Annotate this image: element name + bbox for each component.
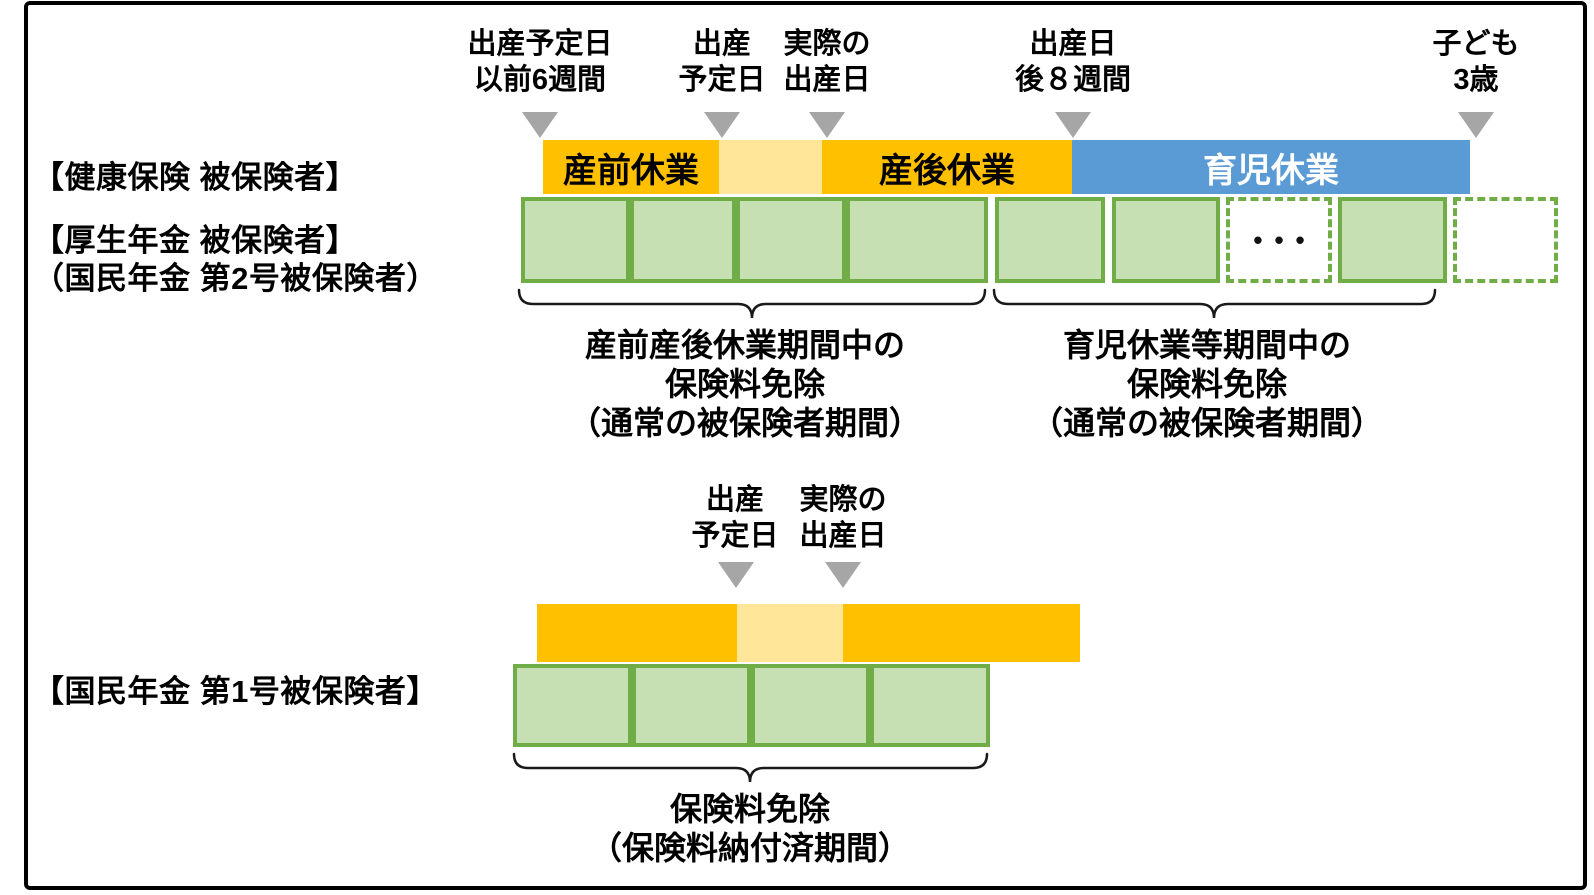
- underbrace-childcare: [992, 288, 1437, 319]
- annotation-line: （保険料納付済期間）: [589, 830, 910, 866]
- marker-label-line: 出産日: [799, 520, 887, 552]
- triangle-down-icon: [825, 562, 861, 588]
- pension-month-box: [870, 664, 990, 747]
- marker-label-expected-date: 出産 予定日: [602, 26, 842, 98]
- pension-month-box: [521, 197, 630, 283]
- bar-childcare-leave-label: 育児休業: [1203, 151, 1339, 190]
- annotation-line: （通常の被保険者期間）: [1030, 405, 1383, 441]
- row-label-health-insurance: 【健康保険 被保険者】: [33, 160, 358, 195]
- marker-label-actual-birth-date: 実際の 出産日: [707, 26, 947, 98]
- marker-label-line: 実際の: [799, 484, 887, 516]
- underbrace-kokumin-exemption: [512, 752, 989, 783]
- bar-prenatal-leave: 産前休業: [543, 140, 719, 194]
- marker-label-line: 実際の: [783, 28, 871, 60]
- ellipsis-dots: •••: [1253, 224, 1317, 255]
- marker-label-line: 出産予定日: [467, 28, 613, 60]
- bar-prenatal-leave-label: 産前休業: [563, 151, 699, 190]
- row-label-national-pension-no1: 【国民年金 第1号被保険者】: [33, 674, 438, 709]
- pension-month-box: [736, 197, 846, 283]
- lower-bar-postnatal: [843, 604, 1080, 662]
- pension-month-box-dashed: [1453, 197, 1558, 283]
- triangle-down-icon: [1458, 112, 1494, 138]
- pension-month-box: [751, 664, 870, 747]
- marker-label-line: 出産日: [1029, 28, 1117, 60]
- annotation-prenatal-postnatal-exemption: 産前産後休業期間中の 保険料免除 （通常の被保険者期間）: [485, 326, 1005, 443]
- marker-label-8w-after-birth: 出産日 後８週間: [953, 26, 1193, 98]
- pension-month-box: [513, 664, 632, 747]
- bar-between-expected-and-actual: [719, 140, 822, 194]
- outer-border: [24, 1, 1587, 890]
- triangle-down-icon: [522, 112, 558, 138]
- annotation-line: 保険料免除: [664, 366, 825, 402]
- lower-bar-between-expected-and-actual: [737, 604, 843, 662]
- triangle-down-icon: [718, 562, 754, 588]
- pension-month-box: [995, 197, 1105, 283]
- marker-label-line: 出産日: [783, 64, 871, 96]
- marker-label-line: 後８週間: [1014, 64, 1131, 96]
- pension-month-box-dashed: [1226, 197, 1332, 283]
- marker-label-expected-date-6w-before: 出産予定日 以前6週間: [420, 26, 660, 98]
- underbrace-prenatal-postnatal: [517, 288, 987, 319]
- marker-label-actual-birth-date-lower: 実際の 出産日: [723, 482, 963, 554]
- pension-month-box: [632, 664, 751, 747]
- pension-month-box: [630, 197, 736, 283]
- triangle-down-icon: [704, 112, 740, 138]
- annotation-line: 産前産後休業期間中の: [584, 327, 905, 363]
- annotation-line: 保険料免除: [669, 791, 830, 827]
- marker-label-line: 予定日: [691, 520, 779, 552]
- annotation-line: （通常の被保険者期間）: [568, 405, 921, 441]
- marker-label-line: 以前6週間: [473, 64, 607, 96]
- annotation-line: 保険料免除: [1126, 366, 1287, 402]
- marker-label-expected-date-lower: 出産 予定日: [615, 482, 855, 554]
- marker-label-child-3years: 子ども 3歳: [1356, 26, 1594, 98]
- annotation-childcare-exemption: 育児休業等期間中の 保険料免除 （通常の被保険者期間）: [947, 326, 1467, 443]
- triangle-down-icon: [1055, 112, 1091, 138]
- bar-postnatal-leave: 産後休業: [822, 140, 1072, 194]
- triangle-down-icon: [809, 112, 845, 138]
- pension-month-box: [1112, 197, 1220, 283]
- marker-label-line: 3歳: [1453, 64, 1499, 96]
- marker-label-line: 出産: [705, 484, 764, 516]
- bar-postnatal-leave-label: 産後休業: [879, 151, 1015, 190]
- row-label-employee-pension: 【厚生年金 被保険者】: [33, 223, 358, 258]
- marker-label-line: 子ども: [1432, 28, 1520, 60]
- annotation-line: 育児休業等期間中の: [1062, 327, 1351, 363]
- annotation-kokumin-exemption: 保険料免除 （保険料納付済期間）: [490, 790, 1010, 868]
- marker-label-line: 予定日: [678, 64, 766, 96]
- pension-month-box: [846, 197, 988, 283]
- bar-childcare-leave: 育児休業: [1072, 140, 1470, 194]
- lower-bar-prenatal: [537, 604, 737, 662]
- row-label-national-pension-no2: （国民年金 第2号被保険者）: [33, 261, 438, 296]
- marker-label-line: 出産: [692, 28, 751, 60]
- pension-month-box: [1338, 197, 1447, 283]
